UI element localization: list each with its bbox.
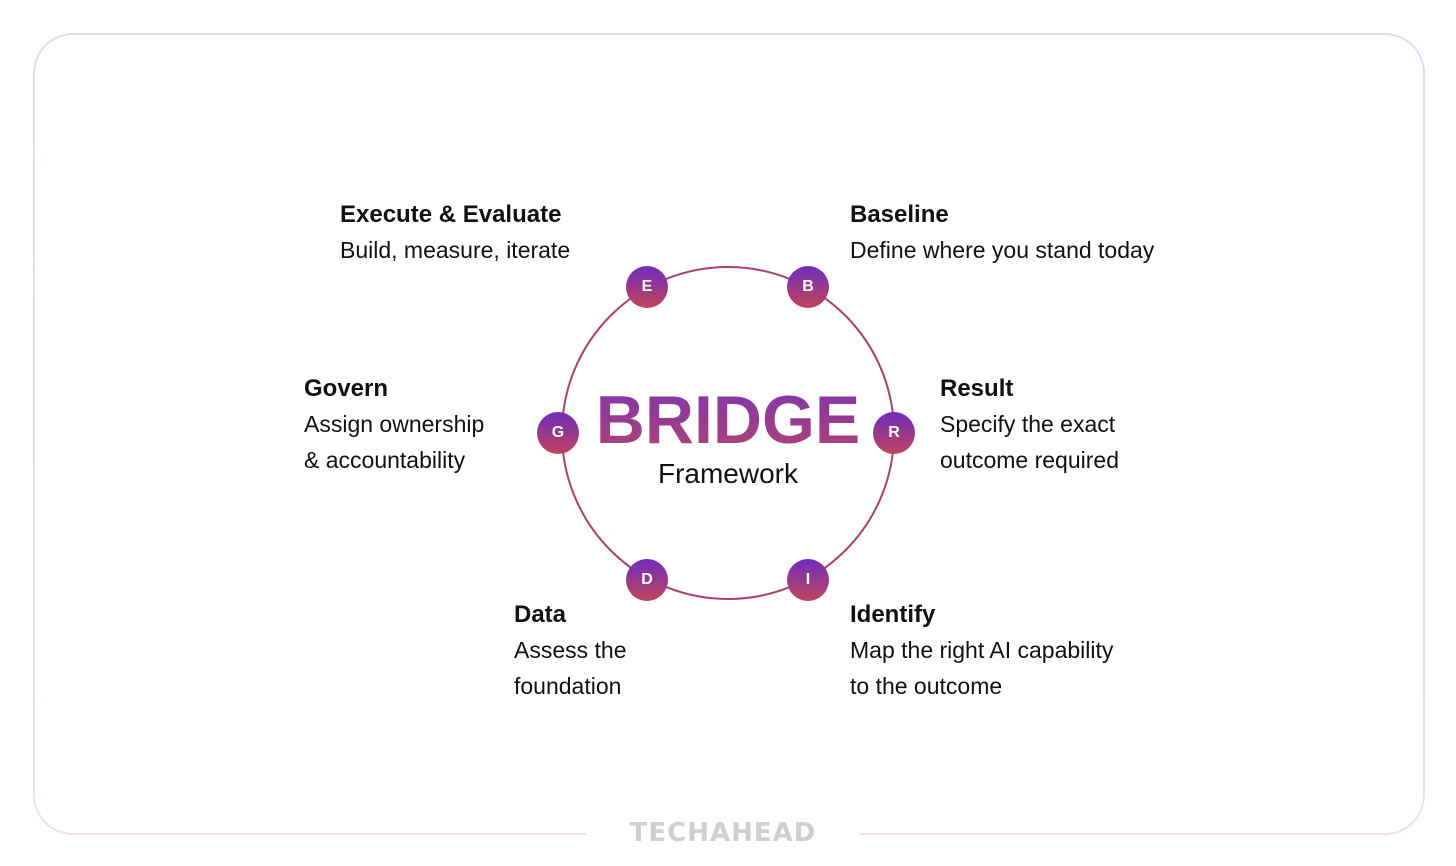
framework-title: BRIDGE: [578, 380, 878, 460]
node-r: R: [873, 412, 915, 454]
card-frame: [33, 33, 1425, 835]
step-description: Define where you stand today: [850, 237, 1155, 263]
step-result: Result Specify the exact outcome require…: [940, 372, 1119, 478]
node-e: E: [626, 266, 668, 308]
node-i: I: [787, 559, 829, 601]
step-execute-evaluate: Execute & Evaluate Build, measure, itera…: [340, 198, 570, 268]
node-d: D: [626, 559, 668, 601]
brand-logo-area: TECHAHEAD: [586, 816, 860, 850]
step-description: Specify the exact outcome required: [940, 411, 1119, 473]
step-baseline: Baseline Define where you stand today: [850, 198, 1154, 268]
step-title: Govern: [304, 375, 389, 402]
step-identify: Identify Map the right AI capability to …: [850, 598, 1113, 704]
step-data: Data Assess the foundation: [514, 598, 627, 704]
step-title: Execute & Evaluate: [340, 201, 562, 228]
step-title: Identify: [850, 601, 936, 628]
framework-subtitle: Framework: [657, 458, 798, 489]
step-govern: Govern Assign ownership & accountability: [304, 372, 484, 478]
step-description: Assess the foundation: [514, 637, 627, 699]
step-description: Build, measure, iterate: [340, 237, 571, 263]
step-title: Baseline: [850, 201, 949, 228]
brand-logo: TECHAHEAD: [629, 818, 817, 848]
step-title: Data: [514, 601, 567, 628]
node-b: B: [787, 266, 829, 308]
step-title: Result: [940, 375, 1014, 402]
step-description: Map the right AI capability to the outco…: [850, 637, 1114, 699]
step-description: Assign ownership & accountability: [304, 411, 485, 473]
node-g: G: [537, 412, 579, 454]
